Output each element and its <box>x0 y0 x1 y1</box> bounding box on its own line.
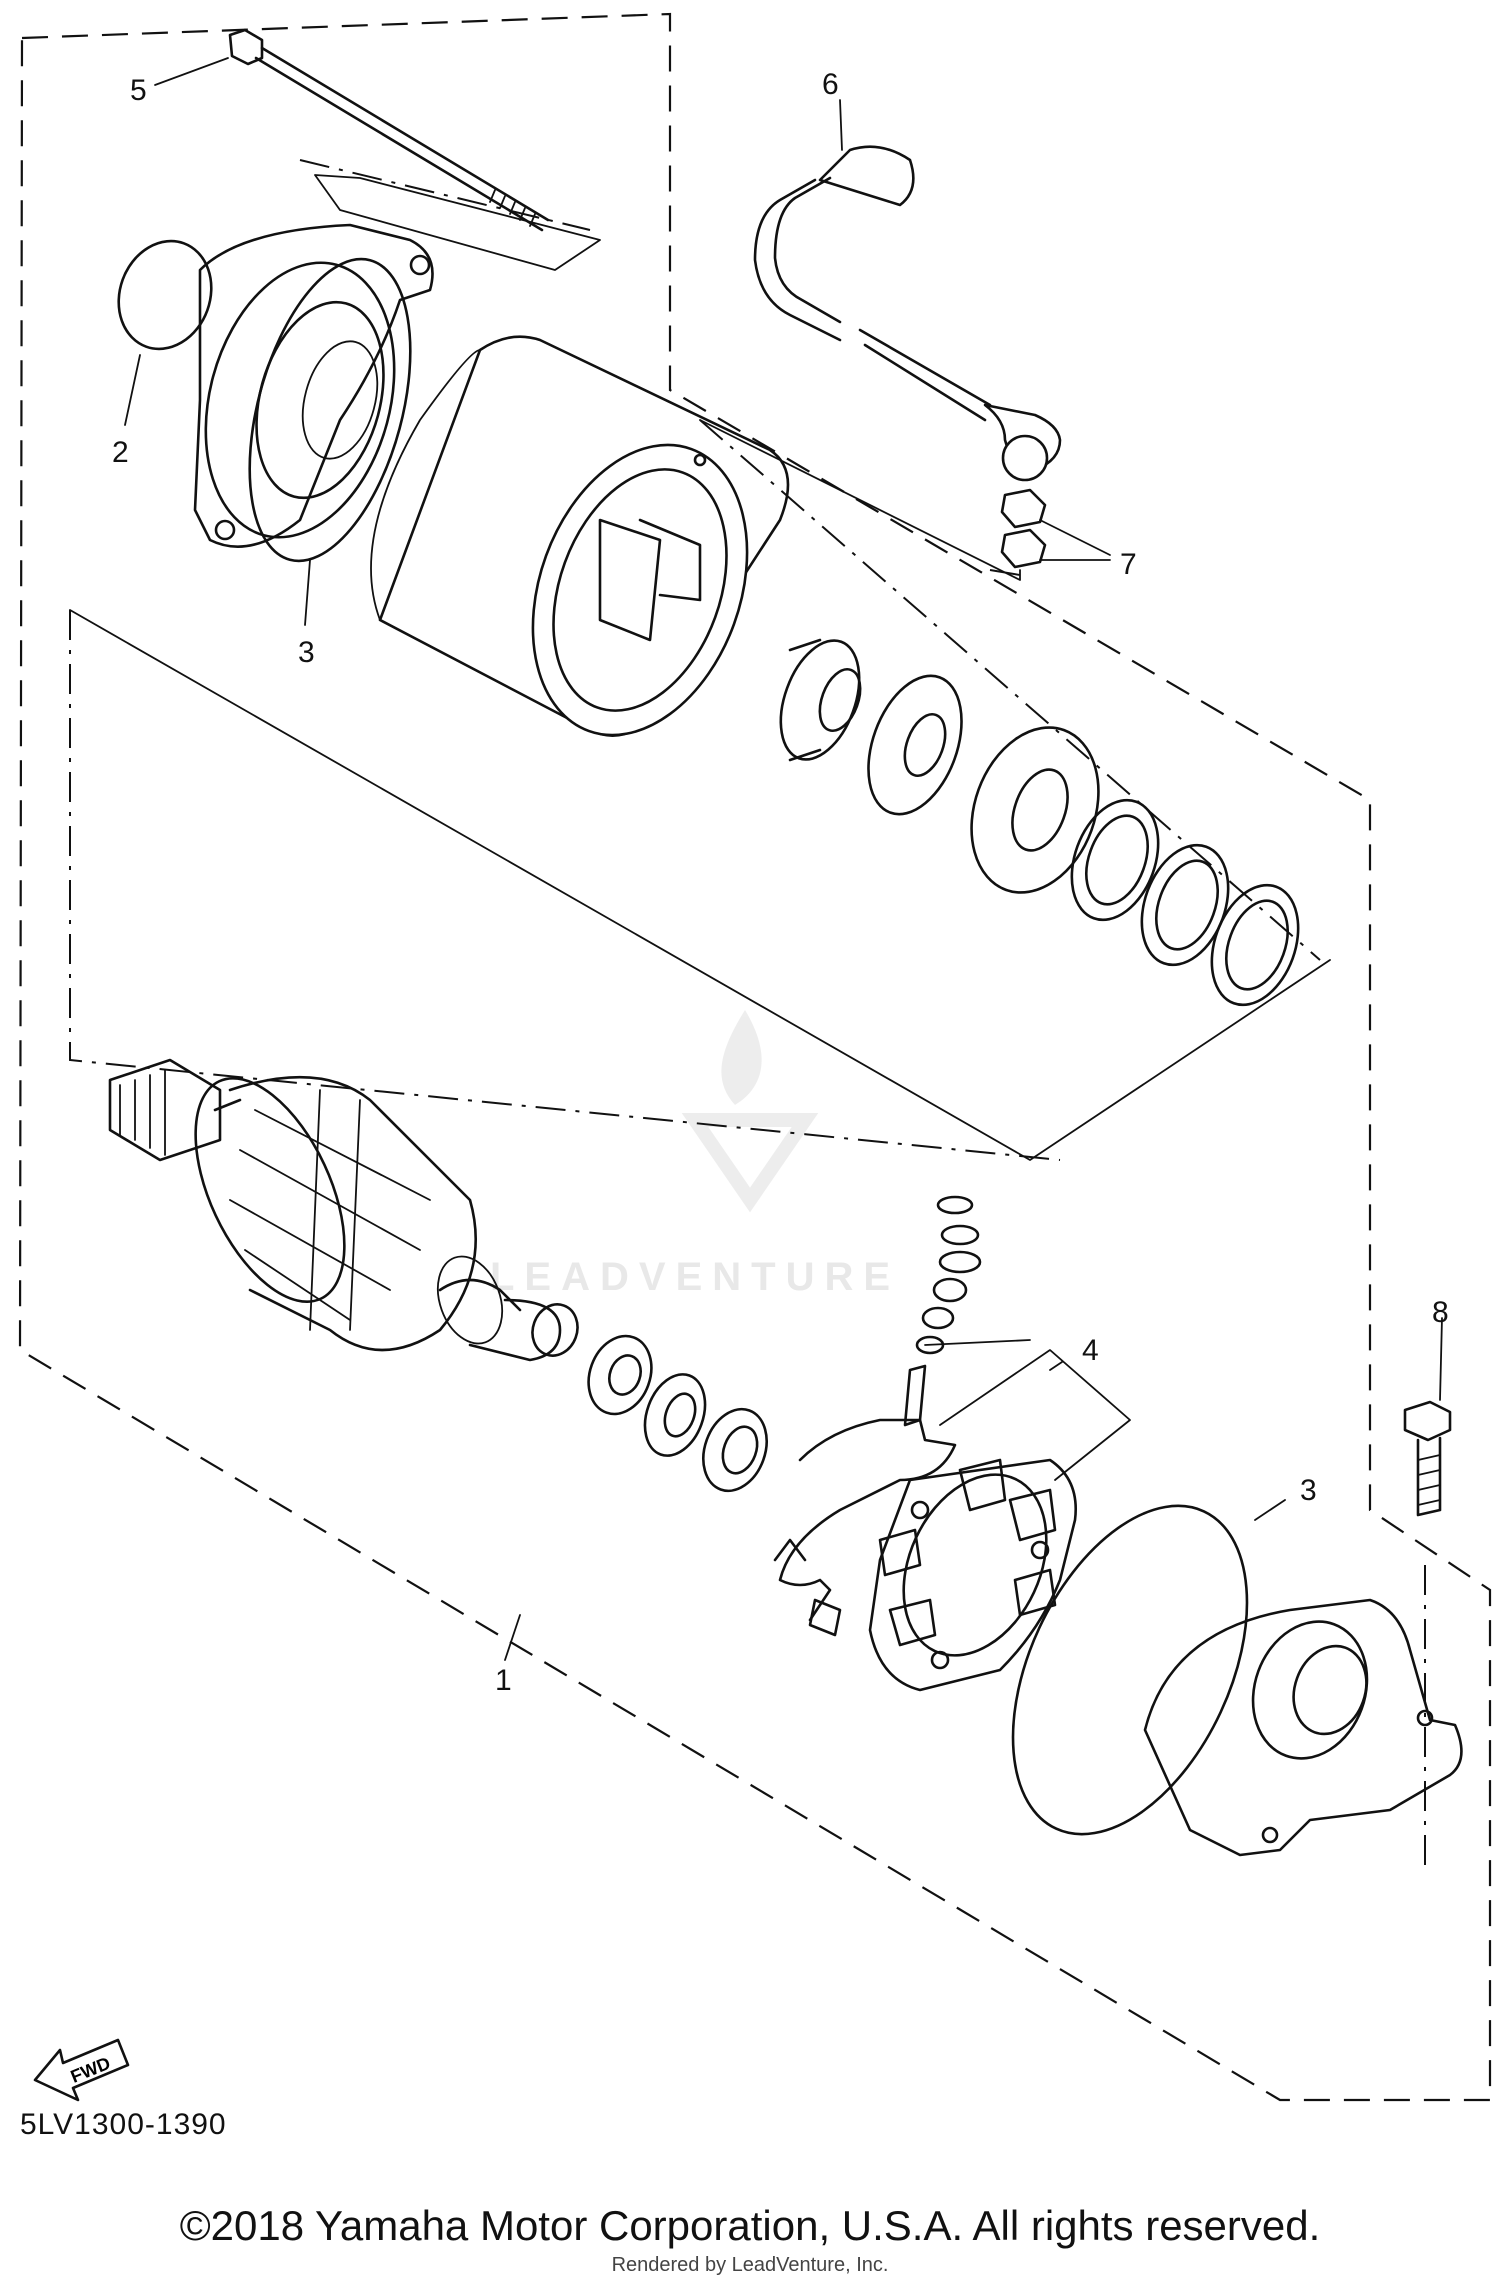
fwd-arrow-icon: FWD <box>33 2038 130 2102</box>
leadventure-watermark: LEADVENTURE <box>490 1010 900 1299</box>
bearing-and-washers <box>779 638 1300 1007</box>
callout-6: 6 <box>822 68 839 101</box>
callout-4: 4 <box>1082 1334 1099 1367</box>
callout-5: 5 <box>130 74 147 107</box>
parts-panel <box>69 174 1331 1161</box>
watermark-flame-icon <box>721 1010 762 1105</box>
callout-3-front: 3 <box>298 636 315 669</box>
rendered-by-notice: Rendered by LeadVenture, Inc. <box>611 2254 889 2276</box>
lead-wire <box>753 145 1062 482</box>
rear-cover <box>1143 1598 1463 1857</box>
armature <box>108 1058 579 1362</box>
through-bolt <box>228 28 550 232</box>
brush-set <box>773 1349 1131 1692</box>
diagram-code: 5LV1300-1390 <box>20 2108 227 2141</box>
watermark-text: LEADVENTURE <box>490 1255 900 1299</box>
assembly-boundary <box>18 12 1492 2102</box>
callout-8: 8 <box>1432 1296 1449 1329</box>
copyright-notice: ©2018 Yamaha Motor Corporation, U.S.A. A… <box>179 2202 1321 2249</box>
callout-labels: 1 2 3 3 4 5 6 7 8 <box>112 68 1449 1697</box>
o-ring-small <box>117 239 213 351</box>
leader-lines <box>154 57 1443 1661</box>
yoke-housing <box>370 335 790 737</box>
callout-7: 7 <box>1120 548 1137 581</box>
o-ring-front <box>248 257 412 563</box>
callout-1: 1 <box>495 1664 512 1697</box>
small-washer-stack <box>915 1195 1031 1355</box>
callout-2: 2 <box>112 436 129 469</box>
front-cover <box>193 223 434 548</box>
nuts <box>1000 488 1111 569</box>
lower-washers-bearing <box>587 1334 768 1493</box>
bolt <box>1403 1400 1452 1517</box>
watermark-v-icon <box>681 1113 819 1213</box>
callout-3-rear: 3 <box>1300 1474 1317 1507</box>
o-ring-rear <box>1011 1504 1249 1836</box>
